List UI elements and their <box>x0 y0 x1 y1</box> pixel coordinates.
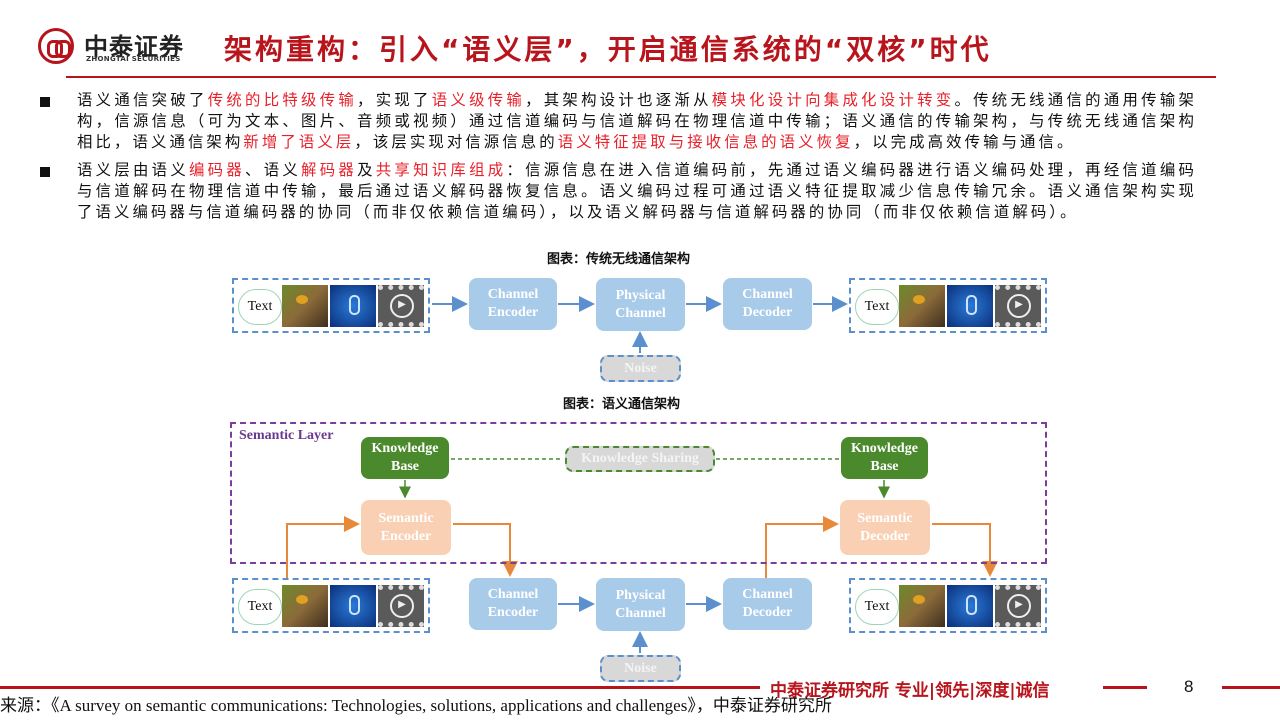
highlighted-text: 共享知识库组成 <box>375 161 507 179</box>
bullet-paragraph-1: 语义通信突破了传统的比特级传输，实现了语义级传输，其架构设计也逐渐从模块化设计向… <box>77 90 1197 153</box>
body-text: 。传统无线通信的通用传输架构，信源信息（可为文本、图片、音频或视频）通过信道编码… <box>77 91 1197 151</box>
body-text: ，以完成高效传输与通信。 <box>853 133 1076 151</box>
footer-slogan: 中泰证券研究所 专业|领先|深度|诚信 <box>770 681 1050 701</box>
body-text: 语义层由语义 <box>77 161 190 179</box>
microphone-audio-icon <box>330 285 376 327</box>
channel-encoder-box: Channel Encoder <box>469 578 557 630</box>
highlighted-text: 语义级传输 <box>431 91 526 109</box>
image-icon <box>282 585 328 627</box>
microphone-audio-icon <box>330 585 376 627</box>
image-icon <box>899 285 945 327</box>
body-text: 、语义 <box>245 161 302 179</box>
source-media-group: Text <box>232 278 430 333</box>
source-media-group: Text <box>232 578 430 633</box>
text-cloud-icon: Text <box>238 289 282 325</box>
channel-encoder-box: Channel Encoder <box>469 278 557 330</box>
noise-box: Noise <box>600 355 681 382</box>
body-text: 及 <box>357 161 376 179</box>
figure-caption-traditional: 图表：传统无线通信架构 <box>547 252 691 267</box>
physical-channel-box: Physical Channel <box>596 578 685 631</box>
destination-media-group: Text <box>849 278 1047 333</box>
channel-decoder-box: Channel Decoder <box>723 278 812 330</box>
logo-subtext: ZHONGTAI SECURITIES <box>86 55 181 63</box>
page-title: 架构重构：引入“语义层”，开启通信系统的“双核”时代 <box>224 33 992 66</box>
footer-divider <box>0 686 760 689</box>
page-number: 8 <box>1184 677 1194 696</box>
body-text: ，实现了 <box>357 91 432 109</box>
video-play-icon <box>995 585 1041 627</box>
highlighted-text: 传统的比特级传输 <box>207 91 358 109</box>
knowledge-base-left: Knowledge Base <box>361 437 449 479</box>
source-note: 来源：《A survey on semantic communications:… <box>0 696 832 715</box>
highlighted-text: 语义特征提取与接收信息的语义恢复 <box>557 133 854 151</box>
channel-decoder-box: Channel Decoder <box>723 578 812 630</box>
bullet-icon <box>40 97 50 107</box>
body-text: ，其架构设计也逐渐从 <box>525 91 712 109</box>
video-play-icon <box>995 285 1041 327</box>
logo-text: 中泰证券 <box>84 33 184 61</box>
text-cloud-icon: Text <box>855 589 899 625</box>
body-text: ，该层实现对信源信息的 <box>354 133 558 151</box>
logo-icon <box>38 28 74 64</box>
microphone-audio-icon <box>947 285 993 327</box>
image-icon <box>899 585 945 627</box>
figure-caption-semantic: 图表：语义通信架构 <box>563 397 681 412</box>
bullet-icon <box>40 167 50 177</box>
semantic-layer-label: Semantic Layer <box>239 428 334 443</box>
body-text: ：信源信息在进入信道编码前，先通过语义编码器进行语义编码处理，再经信道编码与信道… <box>77 161 1197 221</box>
knowledge-base-right: Knowledge Base <box>841 437 928 479</box>
highlighted-text: 模块化设计向集成化设计转变 <box>711 91 955 109</box>
text-cloud-icon: Text <box>855 289 899 325</box>
highlighted-text: 新增了语义层 <box>243 133 355 151</box>
microphone-audio-icon <box>947 585 993 627</box>
footer-divider <box>1222 686 1280 689</box>
highlighted-text: 解码器 <box>301 161 358 179</box>
video-play-icon <box>378 585 424 627</box>
image-icon <box>282 285 328 327</box>
highlighted-text: 编码器 <box>189 161 246 179</box>
body-text: 语义通信突破了 <box>77 91 208 109</box>
bullet-paragraph-2: 语义层由语义编码器、语义解码器及共享知识库组成：信源信息在进入信道编码前，先通过… <box>77 160 1197 223</box>
text-cloud-icon: Text <box>238 589 282 625</box>
destination-media-group: Text <box>849 578 1047 633</box>
semantic-encoder-box: Semantic Encoder <box>361 500 451 555</box>
physical-channel-box: Physical Channel <box>596 278 685 331</box>
video-play-icon <box>378 285 424 327</box>
knowledge-sharing-box: Knowledge Sharing <box>565 446 715 472</box>
header-divider <box>66 76 1216 78</box>
footer-divider <box>1103 686 1147 689</box>
semantic-decoder-box: Semantic Decoder <box>840 500 930 555</box>
semantic-layer-frame <box>230 422 1047 564</box>
noise-box: Noise <box>600 655 681 682</box>
